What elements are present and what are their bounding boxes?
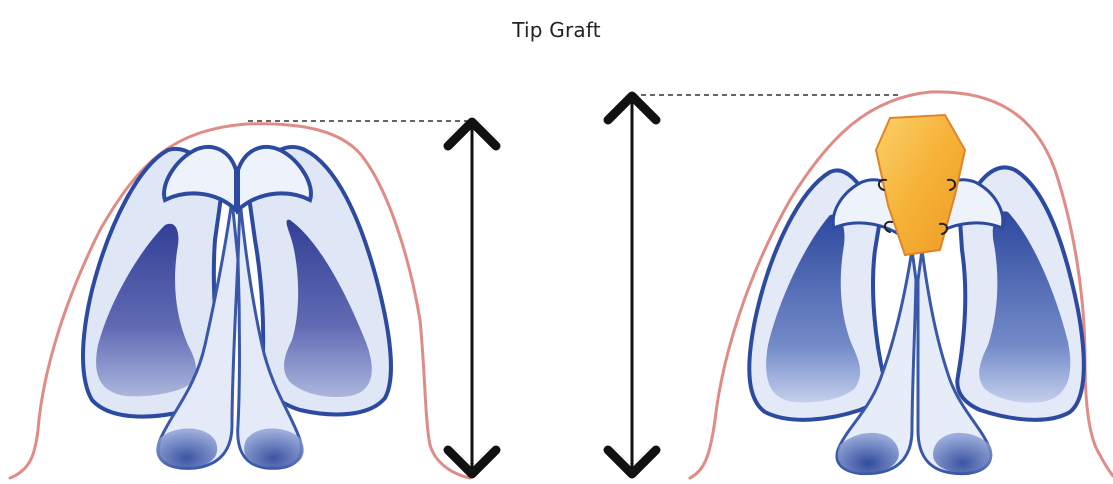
panel-after [690,92,1113,478]
tip-graft [876,115,965,255]
right-footplate [244,428,304,468]
left-footplate [156,428,217,468]
panel-before [10,124,470,478]
